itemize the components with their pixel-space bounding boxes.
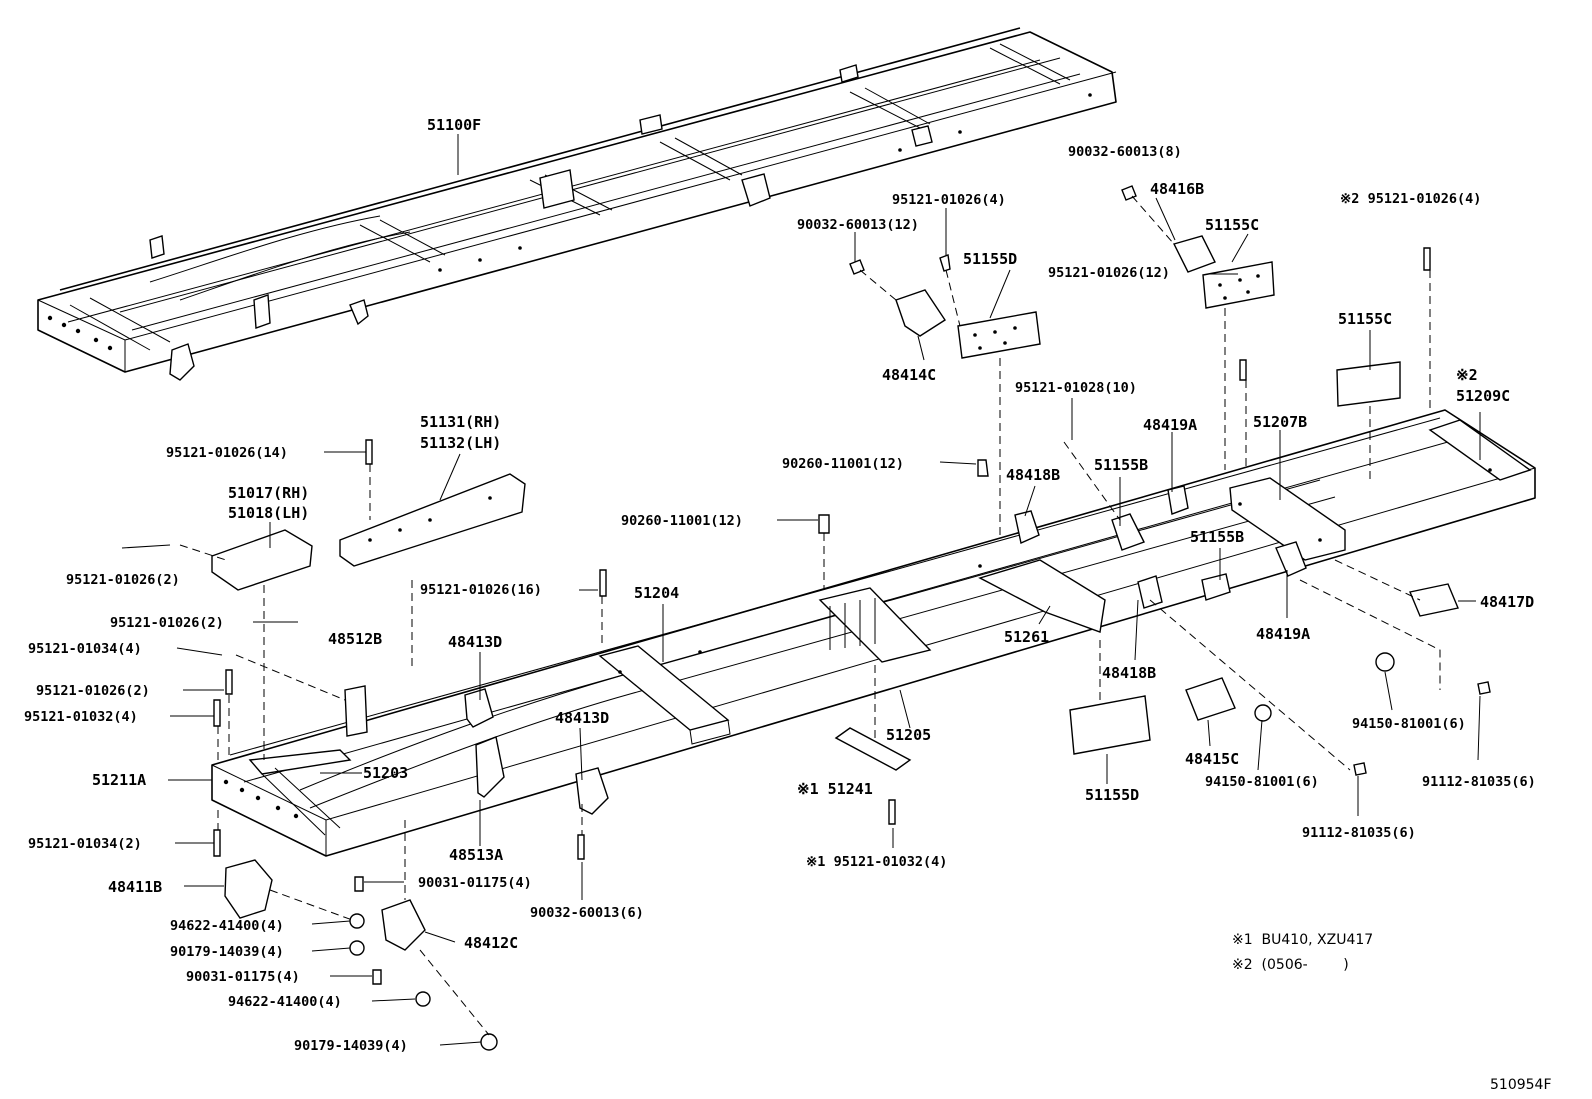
label-48419A-bot: 48419A	[1256, 625, 1310, 643]
label-51155D-bot: 51155D	[1085, 786, 1139, 804]
label-48418B-bot: 48418B	[1102, 664, 1156, 682]
drawing-id: 510954F	[1490, 1077, 1552, 1093]
label-note2-mark: ※2	[1456, 366, 1478, 384]
label-90032-60013-12: 90032-60013(12)	[797, 217, 919, 233]
label-48419A-top: 48419A	[1143, 416, 1197, 434]
label-95121-01032-4a: 95121-01032(4)	[24, 709, 138, 725]
footnotes: ※1 BU410, XZU417 ※2 (0506- ) 510954F	[1232, 932, 1552, 1093]
assembly-lines	[179, 195, 1441, 1036]
label-90179-14039-4b: 90179-14039(4)	[294, 1038, 408, 1054]
label-51203: 51203	[363, 764, 408, 782]
label-51207B: 51207B	[1253, 413, 1307, 431]
label-94150-81001-6a: 94150-81001(6)	[1352, 716, 1466, 732]
label-95121-01026-16: 95121-01026(16)	[420, 582, 542, 598]
label-51155D-top: 51155D	[963, 250, 1017, 268]
label-94150-81001-6b: 94150-81001(6)	[1205, 774, 1319, 790]
label-51261: 51261	[1004, 628, 1049, 646]
frame-assembly-51100F	[37, 27, 1117, 381]
label-90031-01175-4b: 90031-01175(4)	[186, 969, 300, 985]
label-note2-95121-01026-4: ※2 95121-01026(4)	[1340, 191, 1481, 207]
label-48418B-top: 48418B	[1006, 466, 1060, 484]
part-labels: 51100F 90032-60013(8) 48416B 95121-01026…	[24, 116, 1536, 1054]
note-2: ※2 (0506- )	[1232, 957, 1349, 973]
label-51209C: 51209C	[1456, 387, 1510, 405]
label-95121-01026-14: 95121-01026(14)	[166, 445, 288, 461]
note-1: ※1 BU410, XZU417	[1232, 932, 1373, 948]
label-95121-01028-10: 95121-01028(10)	[1015, 380, 1137, 396]
label-51155C-right: 51155C	[1338, 310, 1392, 328]
label-48417D: 48417D	[1480, 593, 1534, 611]
label-94622-41400-4a: 94622-41400(4)	[170, 918, 284, 934]
label-48512B: 48512B	[328, 630, 382, 648]
label-48413D-a: 48413D	[448, 633, 502, 651]
label-48411B: 48411B	[108, 878, 162, 896]
label-51132-lh: 51132(LH)	[420, 434, 501, 452]
label-95121-01034-4: 95121-01034(4)	[28, 641, 142, 657]
label-91112-81035-6b: 91112-81035(6)	[1302, 825, 1416, 841]
label-51204: 51204	[634, 584, 679, 602]
frame-lower-assembly	[211, 409, 1536, 857]
label-91112-81035-6a: 91112-81035(6)	[1422, 774, 1536, 790]
label-95121-01034-2: 95121-01034(2)	[28, 836, 142, 852]
label-90260-11001-12b: 90260-11001(12)	[621, 513, 743, 529]
leader-lines	[121, 134, 1481, 1046]
label-90260-11001-12a: 90260-11001(12)	[782, 456, 904, 472]
label-95121-01026-4a: 95121-01026(4)	[892, 192, 1006, 208]
label-51017-rh: 51017(RH)	[228, 484, 309, 502]
label-48414C: 48414C	[882, 366, 936, 384]
label-note1-51241: ※1 51241	[797, 780, 873, 798]
label-51155B-b: 51155B	[1190, 528, 1244, 546]
label-51018-lh: 51018(LH)	[228, 504, 309, 522]
label-90032-60013-6: 90032-60013(6)	[530, 905, 644, 921]
label-51131-rh: 51131(RH)	[420, 413, 501, 431]
label-48415C: 48415C	[1185, 750, 1239, 768]
label-48413D-b: 48413D	[555, 709, 609, 727]
label-95121-01026-2b: 95121-01026(2)	[110, 615, 224, 631]
label-90031-01175-4a: 90031-01175(4)	[418, 875, 532, 891]
label-51155B-a: 51155B	[1094, 456, 1148, 474]
label-90032-60013-8: 90032-60013(8)	[1068, 144, 1182, 160]
label-48513A: 48513A	[449, 846, 503, 864]
label-51211A: 51211A	[92, 771, 146, 789]
label-95121-01026-2a: 95121-01026(2)	[66, 572, 180, 588]
label-51100F: 51100F	[427, 116, 481, 134]
label-95121-01026-2c: 95121-01026(2)	[36, 683, 150, 699]
label-51155C-top: 51155C	[1205, 216, 1259, 234]
label-note1-95121-01032-4: ※1 95121-01032(4)	[806, 854, 947, 870]
label-95121-01026-12: 95121-01026(12)	[1048, 265, 1170, 281]
label-90179-14039-4a: 90179-14039(4)	[170, 944, 284, 960]
label-94622-41400-4b: 94622-41400(4)	[228, 994, 342, 1010]
label-51205: 51205	[886, 726, 931, 744]
label-48416B: 48416B	[1150, 180, 1204, 198]
label-48412C: 48412C	[464, 934, 518, 952]
